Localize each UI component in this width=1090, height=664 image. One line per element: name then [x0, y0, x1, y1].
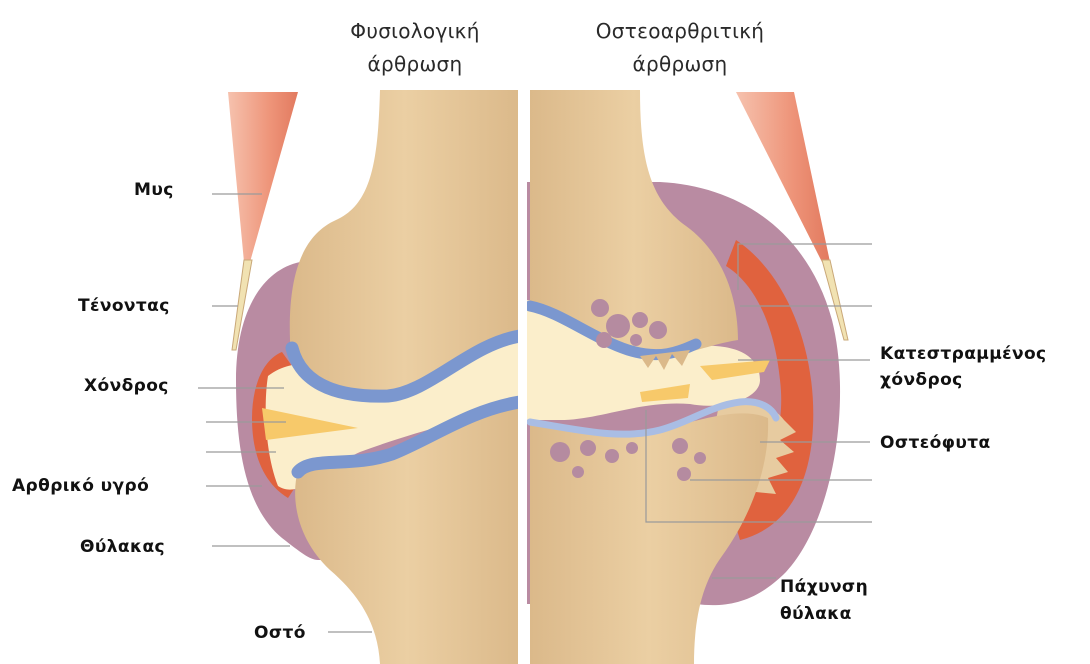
normal-joint — [228, 90, 520, 664]
label-osteophytes: Οστεόφυτα — [880, 431, 991, 456]
label-muscle: Μυς — [134, 178, 174, 203]
label-thickened-capsule-2: θύλακα — [780, 602, 852, 627]
title-osteo-joint: Οστεοαρθριτική άρθρωση — [570, 15, 790, 81]
label-damaged-cartilage-2: χόνδρος — [880, 368, 963, 393]
label-capsule: Θύλακας — [80, 535, 165, 560]
label-synovial-fluid: Αρθρικό υγρό — [12, 474, 149, 499]
label-cartilage: Χόνδρος — [84, 374, 169, 399]
center-divider — [518, 88, 527, 664]
title-normal-joint: Φυσιολογική άρθρωση — [305, 15, 525, 81]
normal-muscle — [228, 92, 298, 262]
label-thickened-capsule-1: Πάχυνση — [780, 575, 868, 600]
label-tendon: Τένοντας — [78, 294, 170, 319]
label-bone: Οστό — [254, 621, 306, 646]
label-damaged-cartilage-1: Κατεστραμμένος — [880, 342, 1047, 367]
